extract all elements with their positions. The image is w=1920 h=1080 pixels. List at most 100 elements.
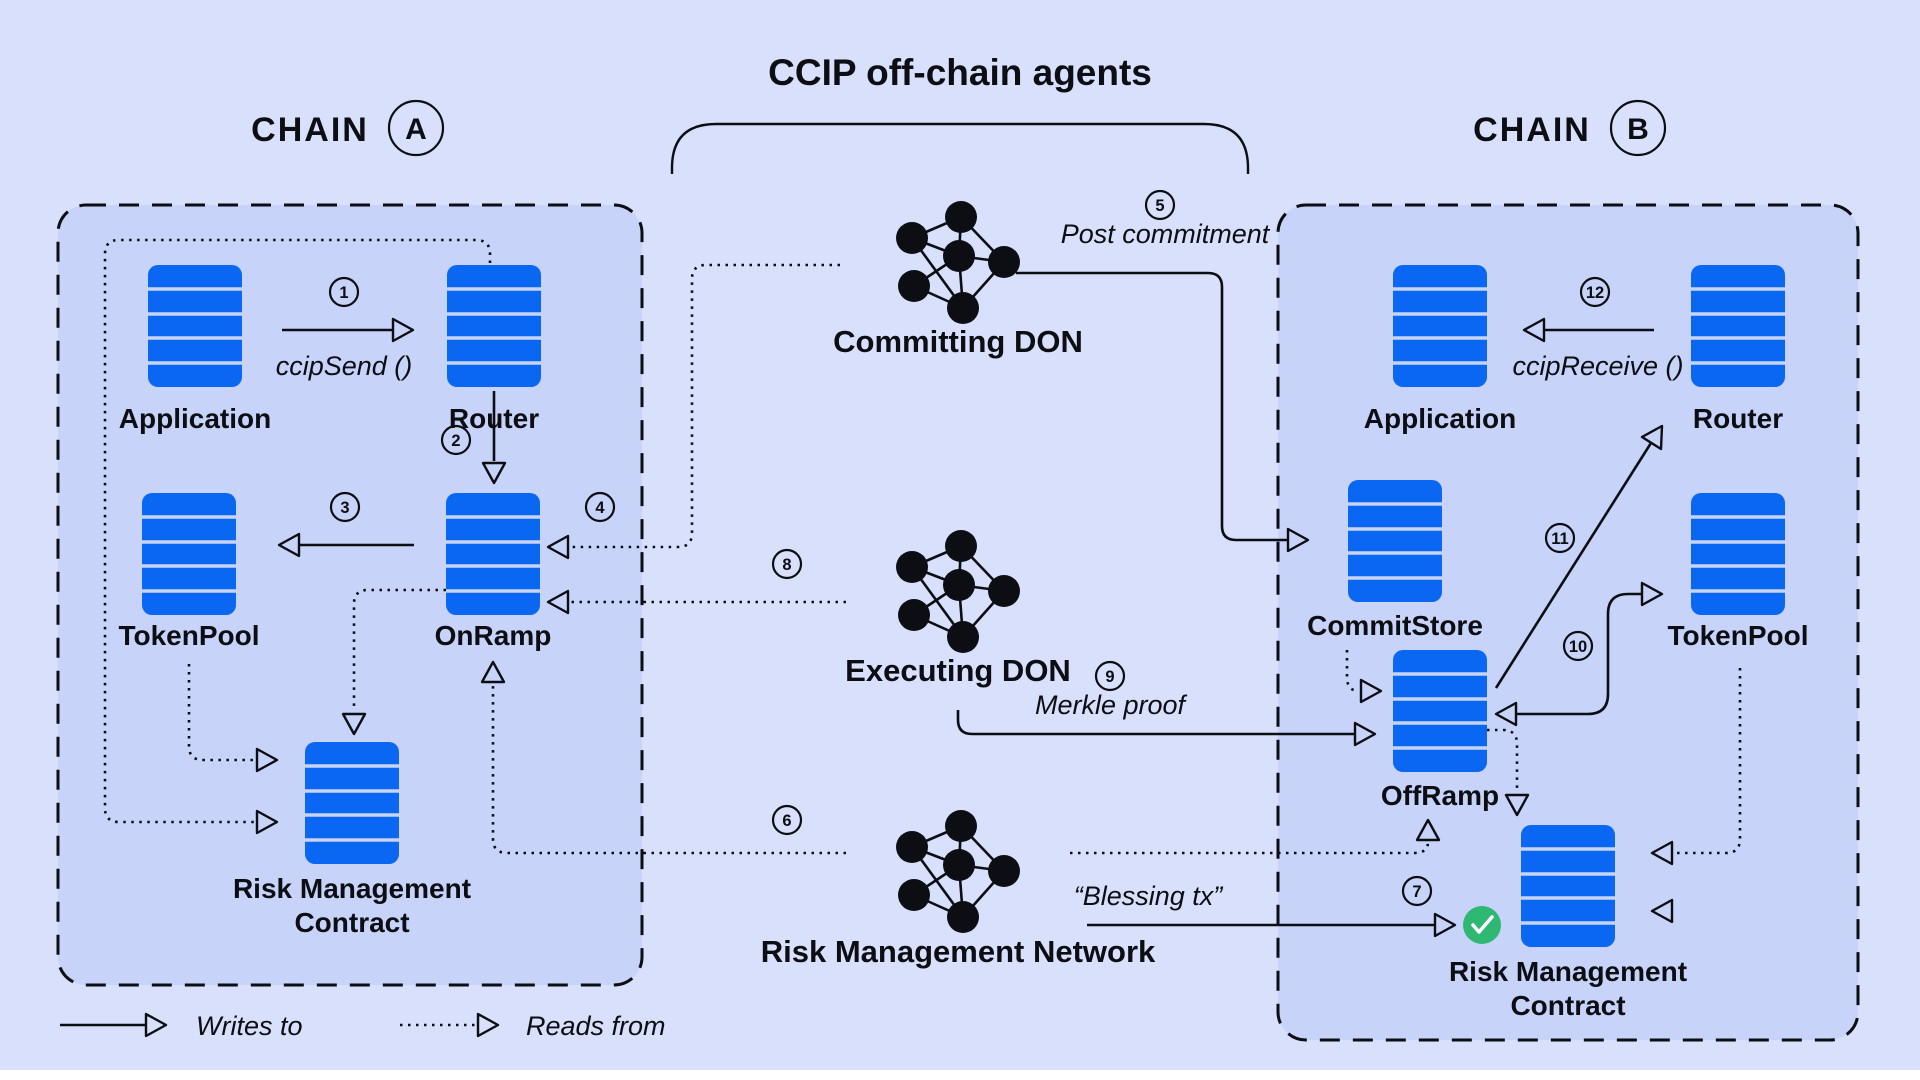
arrow-tokenpool-b-reads-rmc-b	[1650, 668, 1742, 866]
committing-don-icon	[894, 199, 1022, 326]
tokenpool-a-label: TokenPool	[118, 620, 259, 651]
commitstore-label: CommitStore	[1307, 610, 1483, 641]
risk-management-network: Risk Management Network	[761, 808, 1156, 969]
application-a-icon	[146, 263, 244, 389]
arrow-head	[1353, 721, 1377, 747]
step-2-badge: 2	[440, 424, 472, 456]
rmc-a-label-line2: Contract	[294, 907, 409, 938]
tokenpool-b-icon	[1689, 491, 1787, 617]
arrow-head	[1640, 581, 1664, 607]
arrow-head	[255, 747, 279, 773]
chain-b-badge-circle	[1609, 99, 1667, 157]
arrow-line	[1516, 592, 1642, 716]
executing-don: Executing DON	[845, 528, 1071, 688]
arrow-head	[391, 317, 415, 343]
arrow-rmn-reads-offramp	[1070, 818, 1441, 855]
step-3-badge: 3	[329, 491, 361, 523]
executing-don-label: Executing DON	[845, 653, 1071, 688]
arrow-tokenpool-a-reads-rmc	[187, 664, 279, 773]
step-5-badge: 5	[1144, 189, 1176, 221]
router-b-label: Router	[1693, 403, 1783, 434]
arrow-head-reverse	[1494, 701, 1518, 727]
onramp: OnRamp	[435, 491, 552, 651]
arrow-head	[1522, 317, 1546, 343]
legend-reads-arrow-head	[476, 1012, 500, 1038]
step-number: 2	[451, 432, 460, 450]
legend-reads-label: Reads from	[526, 1011, 666, 1041]
step-number: 1	[339, 284, 348, 302]
application-b-icon	[1391, 263, 1489, 389]
check-circle	[1463, 906, 1501, 944]
onramp-label: OnRamp	[435, 620, 552, 651]
arrow-head	[1286, 527, 1310, 553]
arrow-head	[480, 660, 506, 684]
arrow-head	[1650, 840, 1674, 866]
step-number: 4	[595, 499, 605, 517]
offramp-icon	[1391, 648, 1489, 774]
arrow-head	[341, 712, 367, 736]
router-a: Router	[445, 263, 543, 434]
rmc-b-label-line2: Contract	[1510, 990, 1625, 1021]
router-b: Router	[1689, 263, 1787, 434]
chain-b-label: CHAIN	[1473, 111, 1591, 149]
tokenpool-a: TokenPool	[118, 491, 260, 651]
chain-a-label: CHAIN	[251, 111, 369, 149]
step-number: 7	[1412, 883, 1421, 901]
step-number: 10	[1569, 638, 1587, 656]
committing-don: Committing DON	[833, 199, 1083, 359]
arrow-offramp-reads-rmc-b	[1487, 728, 1530, 817]
post-commitment-label: Post commitment	[1061, 219, 1271, 249]
step-7-badge: 7	[1401, 875, 1433, 907]
chain-a-heading: CHAIN A	[251, 99, 445, 157]
step-6-badge: 6	[771, 804, 803, 836]
arrow-step-7-blessing-tx	[1087, 912, 1457, 938]
offchain-brace	[670, 122, 1250, 174]
arrow-step-12-ccipreceive	[1522, 317, 1654, 343]
application-a: Application	[119, 263, 271, 434]
legend-writes-arrow-head	[144, 1012, 168, 1038]
step-9-badge: 9	[1094, 660, 1126, 692]
arrow-offramp-reads-commitstore	[1345, 650, 1383, 704]
arrow-head	[1640, 424, 1664, 451]
check-icon	[1471, 915, 1494, 934]
arrow-head	[1359, 678, 1383, 704]
arrow-line	[1016, 271, 1288, 542]
arrow-step-5-post-commitment	[1016, 271, 1310, 553]
risk-management-contract-a: Risk Management Contract	[233, 740, 471, 938]
arrow-head	[1415, 818, 1441, 842]
application-b-label: Application	[1364, 403, 1516, 434]
step-number: 6	[782, 812, 791, 830]
blessing-check	[1463, 906, 1501, 944]
arrow-step-9-merkle-proof	[956, 710, 1377, 747]
arrow-head	[546, 589, 570, 615]
arrow-step-2-router-onramp	[481, 391, 507, 485]
merkle-proof-label: Merkle proof	[1035, 690, 1188, 720]
arrow-step-11-offramp-router	[1494, 424, 1664, 689]
risk-management-network-label: Risk Management Network	[761, 934, 1156, 969]
offramp-label: OffRamp	[1381, 780, 1499, 811]
onramp-icon	[444, 491, 542, 617]
arrow-line	[1672, 668, 1742, 855]
offramp: OffRamp	[1381, 648, 1499, 811]
chain-b-heading: CHAIN B	[1473, 99, 1667, 157]
bottom-edge	[0, 1070, 1920, 1080]
arrow-head	[1433, 912, 1457, 938]
chain-a-panel	[56, 203, 644, 987]
commitstore: CommitStore	[1307, 478, 1483, 641]
ccipreceive-label: ccipReceive ()	[1512, 351, 1683, 381]
step-number: 9	[1105, 668, 1114, 686]
page-title: CCIP off-chain agents	[768, 52, 1152, 93]
rmc-b-label-line1: Risk Management	[1449, 956, 1687, 987]
risk-management-contract-b: Risk Management Contract	[1449, 823, 1687, 1021]
router-b-icon	[1689, 263, 1787, 389]
application-b: Application	[1364, 263, 1516, 434]
arrow-line	[956, 710, 1355, 736]
risk-management-network-icon	[894, 808, 1022, 935]
blessing-tx-label: “Blessing tx”	[1074, 881, 1224, 911]
router-a-icon	[445, 263, 543, 389]
arrow-step-8-executing-reads-onramp	[546, 589, 846, 615]
stray-reads-arrow-head	[1650, 898, 1674, 924]
committing-don-label: Committing DON	[833, 324, 1083, 359]
